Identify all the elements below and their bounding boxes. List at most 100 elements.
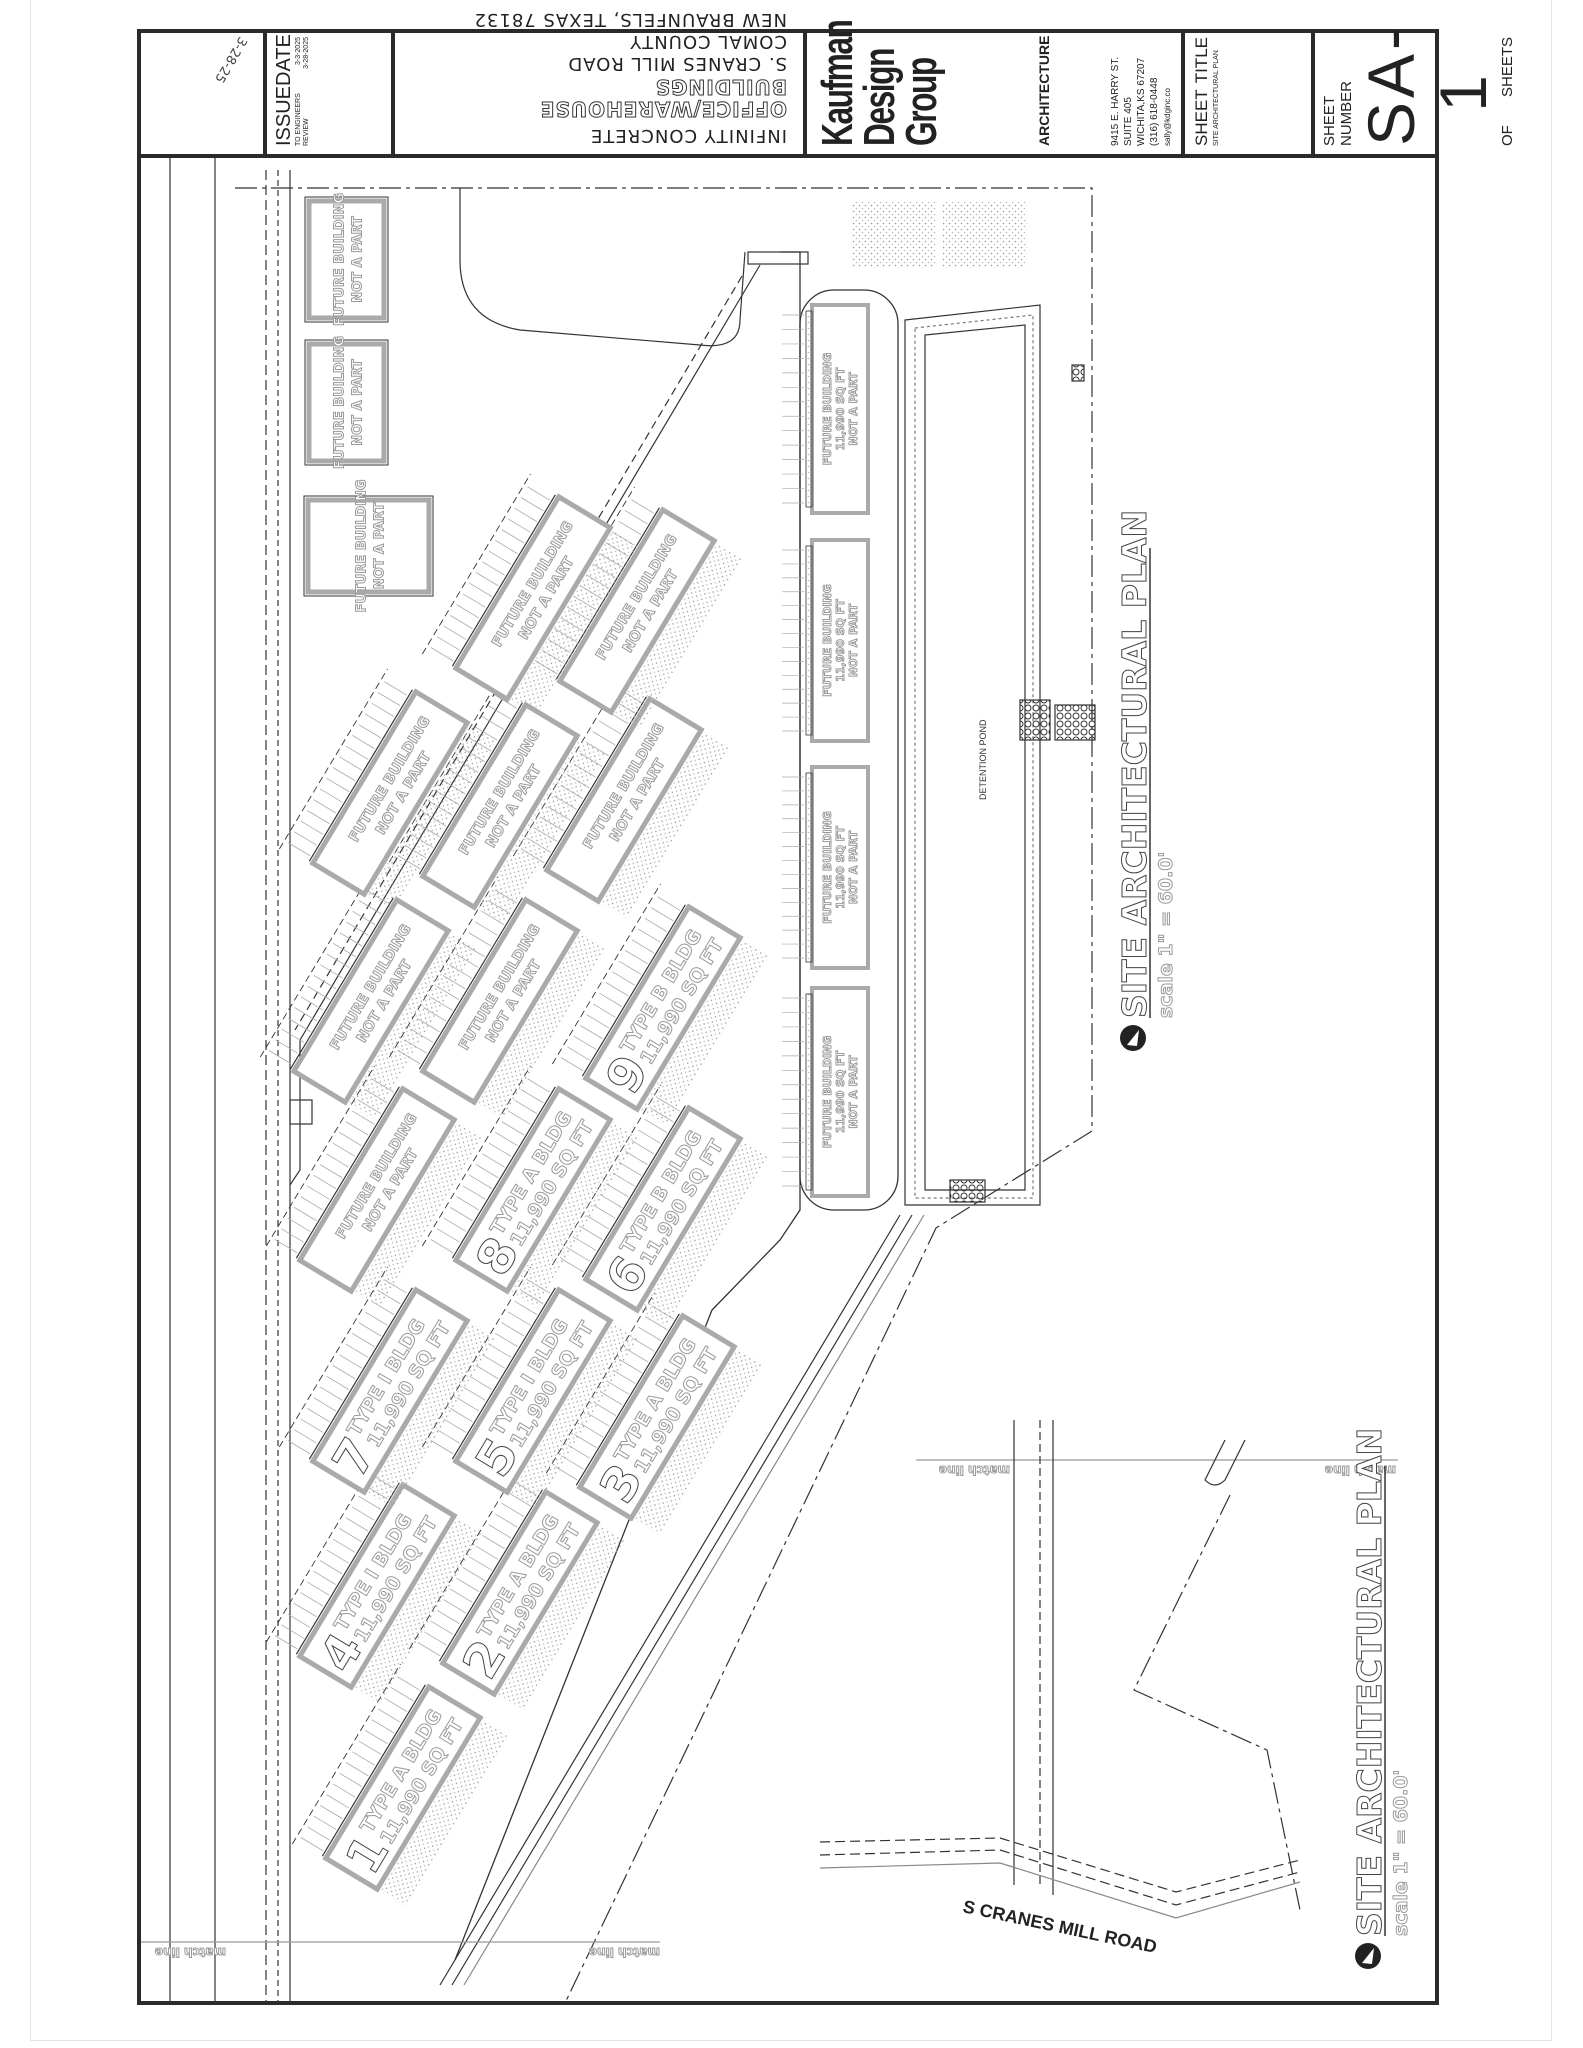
parking-stripe bbox=[294, 1603, 317, 1618]
parking-stripe bbox=[326, 1549, 349, 1564]
parking-stripe bbox=[481, 715, 505, 730]
parking-stripe bbox=[352, 735, 375, 750]
parking-stripe bbox=[352, 1333, 375, 1348]
parking-stripe bbox=[468, 932, 492, 947]
parking-stripe bbox=[351, 1110, 375, 1125]
parking-stripe bbox=[364, 713, 388, 728]
parking-stripe bbox=[474, 726, 498, 741]
sheet-label: SHEET bbox=[1192, 89, 1211, 146]
parking-stripe bbox=[527, 1078, 550, 1093]
parking-stripe bbox=[514, 1300, 538, 1315]
sheets-label: SHEETS bbox=[1499, 37, 1516, 98]
entry-island bbox=[1204, 1439, 1246, 1486]
project-address-line: NEW BRAUNFELS, TEXAS 78132 bbox=[473, 9, 787, 30]
parking-stripe bbox=[313, 1570, 337, 1585]
future-building-label: FUTURE BUILDING bbox=[821, 811, 834, 924]
detention-pond-inner bbox=[924, 324, 1026, 1191]
parking-loop bbox=[799, 289, 899, 1211]
paved-pad bbox=[637, 1138, 770, 1328]
parking-stripe bbox=[527, 486, 550, 501]
parking-stripe bbox=[345, 1343, 369, 1358]
parking-stripe bbox=[625, 950, 648, 965]
future-building-label: NOT A PART bbox=[351, 216, 366, 303]
project-info: INFINITY CONCRETE OFFICE/WAREHOUSE BUILD… bbox=[397, 9, 801, 154]
parking-stripe bbox=[319, 1386, 343, 1401]
parking-stripe bbox=[520, 497, 544, 512]
parking-stripe bbox=[319, 1164, 343, 1179]
paved-pad bbox=[494, 1522, 627, 1712]
paved-pad bbox=[377, 1717, 510, 1907]
parking-stripe bbox=[580, 1025, 603, 1040]
parking-stripe bbox=[287, 842, 311, 857]
date-label: DATE bbox=[273, 34, 295, 86]
parking-stripe bbox=[430, 1239, 454, 1254]
future-building-label: 11,990 SQ FT bbox=[834, 599, 847, 682]
plan-scale: scale 1" = 60.0' bbox=[1390, 1770, 1412, 1936]
sheet-title-block: SHEET TITLE SITE ARCHITECTURAL PLAN bbox=[1185, 29, 1311, 154]
entry-road-edge bbox=[439, 1214, 901, 1986]
parking-stripe bbox=[313, 1815, 337, 1830]
paved-pad bbox=[637, 937, 770, 1127]
parking-stripe bbox=[612, 971, 635, 986]
parking-stripe bbox=[306, 1185, 330, 1200]
parking-stripe bbox=[650, 907, 674, 922]
parking-stripe bbox=[326, 1794, 350, 1809]
paved-pad bbox=[598, 729, 731, 919]
parking-stripe bbox=[605, 982, 629, 997]
parking-stripe bbox=[339, 1132, 362, 1147]
parking-stripe bbox=[313, 1174, 337, 1189]
parking-stripe bbox=[456, 1577, 480, 1592]
parking-stripe bbox=[637, 1129, 661, 1144]
parking-stripe bbox=[339, 756, 362, 771]
parking-stripe bbox=[437, 1228, 460, 1243]
parking-stripe bbox=[592, 731, 616, 746]
north-arrow-icon bbox=[1355, 1943, 1381, 1969]
client-name: INFINITY CONCRETE bbox=[590, 125, 787, 146]
sheet-number-label: SHEET NUMBER bbox=[1321, 80, 1355, 146]
parking-stripe bbox=[358, 1495, 382, 1510]
future-building-label: NOT A PART bbox=[847, 372, 860, 446]
firm-address-line: WICHITA,KS 67207 bbox=[1136, 57, 1147, 146]
date-item: 3-28-2025 bbox=[303, 37, 310, 69]
parking-stripe bbox=[332, 1538, 356, 1553]
parking-stripe bbox=[462, 1386, 486, 1401]
parking-stripe bbox=[507, 518, 531, 533]
parking-stripe bbox=[313, 975, 337, 990]
title-label: TITLE bbox=[1192, 37, 1211, 84]
parking-stripe bbox=[475, 1164, 499, 1179]
property-line bbox=[235, 187, 1093, 2002]
parking-stripe bbox=[488, 1142, 512, 1157]
parking-stripe bbox=[307, 810, 330, 825]
parking-stripe bbox=[339, 1772, 363, 1787]
page-edge bbox=[30, 0, 1552, 2041]
parking-stripe bbox=[268, 1050, 292, 1065]
parking-stripe bbox=[300, 1196, 324, 1211]
parking-stripe bbox=[501, 1322, 525, 1337]
parking-stripe bbox=[462, 1185, 486, 1200]
parking-stripe bbox=[638, 1326, 662, 1341]
parking-stripe bbox=[300, 996, 324, 1011]
parking-stripe bbox=[437, 1610, 460, 1625]
future-building-label: NOT A PART bbox=[847, 603, 860, 677]
parking-stripe bbox=[294, 1429, 317, 1444]
parking-stripe bbox=[475, 1365, 499, 1380]
parking-stripe bbox=[320, 1805, 343, 1820]
paved-pad bbox=[611, 540, 744, 730]
parking-stripe bbox=[456, 1397, 480, 1412]
parking-stripe bbox=[488, 1343, 512, 1358]
parking-stripe bbox=[586, 1014, 610, 1029]
parking-stripe bbox=[514, 1099, 538, 1114]
parking-stripe bbox=[307, 1826, 330, 1841]
parking-stripe bbox=[482, 1153, 505, 1168]
parking-stripe bbox=[281, 1228, 304, 1243]
parking-stripe bbox=[450, 615, 473, 630]
date-item: 3-3-2025 bbox=[295, 37, 302, 66]
parking-stripe bbox=[358, 900, 382, 915]
site-road-edge bbox=[294, 275, 743, 1031]
parking-stripe bbox=[443, 1418, 467, 1433]
parking-stripe bbox=[482, 561, 505, 576]
riprap bbox=[1019, 699, 1051, 741]
parking-stripe bbox=[326, 777, 350, 792]
